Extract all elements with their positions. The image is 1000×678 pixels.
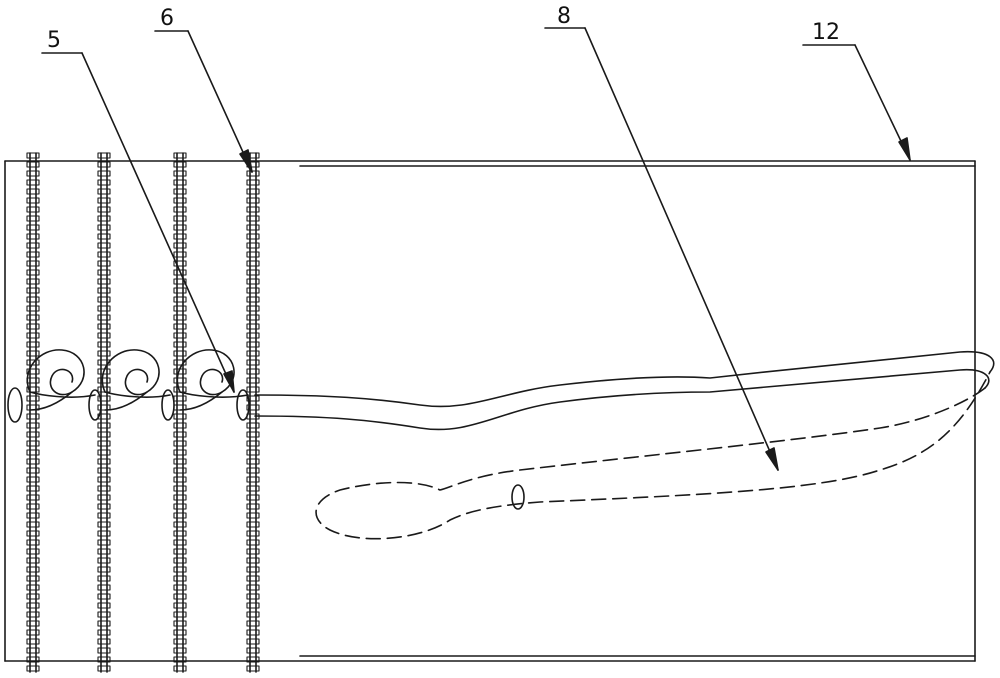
coil-loop-2 <box>102 350 170 410</box>
wire-dashed <box>316 372 990 539</box>
ring-1 <box>8 388 22 422</box>
leader-5 <box>42 53 234 392</box>
ring-3 <box>162 390 174 420</box>
leader-6 <box>155 31 252 172</box>
chain-strip <box>174 153 186 672</box>
chain-strip <box>27 153 39 672</box>
wire-solid <box>255 352 994 430</box>
leader-8 <box>545 28 778 470</box>
label-6: 6 <box>160 8 174 30</box>
chain-strips <box>27 153 259 672</box>
label-8: 8 <box>557 6 571 28</box>
tube-body <box>5 161 975 661</box>
ring-inner <box>512 485 524 509</box>
label-5: 5 <box>47 30 61 52</box>
label-12: 12 <box>812 22 840 44</box>
leader-12 <box>803 45 910 160</box>
